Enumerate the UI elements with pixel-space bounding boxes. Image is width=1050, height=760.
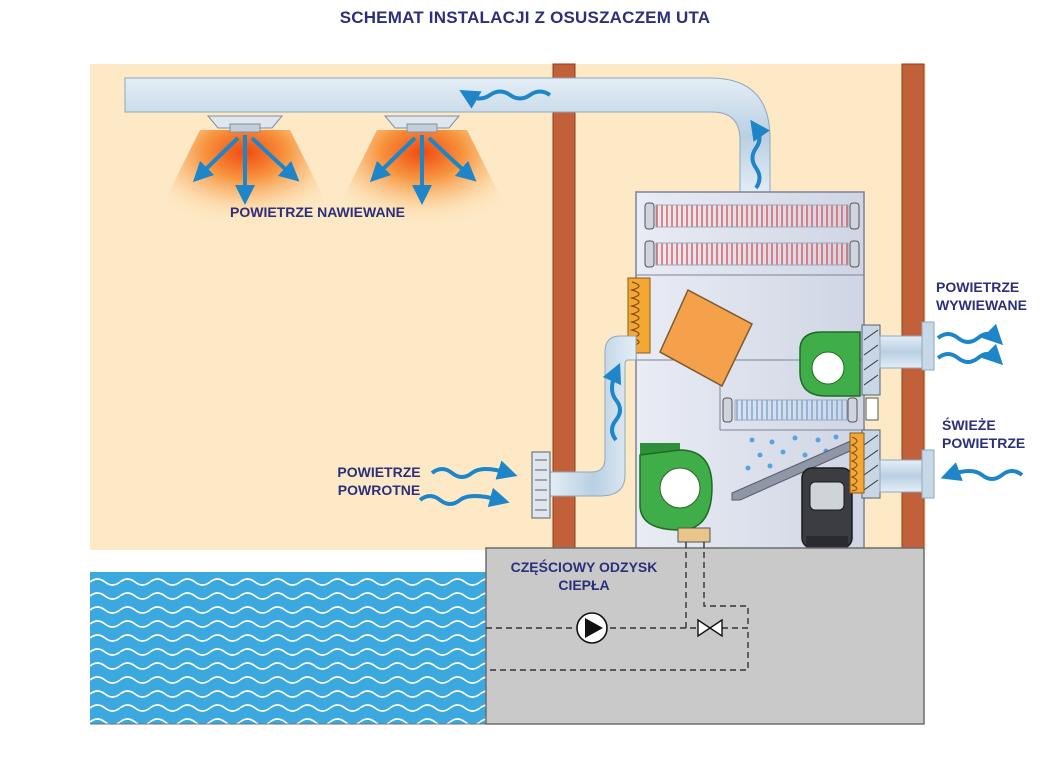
- ceiling-diffuser-icon: [337, 115, 507, 240]
- label-heat-recovery-line1: CZĘŚCIOWY ODZYSK: [510, 559, 658, 575]
- supply-duct: [124, 77, 771, 196]
- air-flow-arrow-icon: [602, 362, 622, 442]
- air-flow-arrow-icon: [418, 487, 510, 508]
- ceiling-diffuser-icon: [160, 115, 330, 240]
- label-exhaust-air-line2: WYWIEWANE: [936, 297, 1027, 313]
- heat-exchanger-icon: [659, 288, 753, 388]
- label-fresh-air-line1: ŚWIEŻE: [942, 417, 996, 433]
- filter-icon: [627, 277, 651, 354]
- pump-icon: [576, 612, 608, 644]
- compressor-icon: [801, 467, 853, 549]
- label-heat-recovery-line2: CIEPŁA: [558, 577, 610, 593]
- damper-icon: [861, 324, 881, 396]
- diagram-title: SCHEMAT INSTALACJI Z OSUSZACZEM UTA: [339, 8, 711, 27]
- label-supply-air: POWIETRZE NAWIEWANE: [230, 204, 405, 220]
- fan-icon: [799, 331, 861, 397]
- air-flow-arrow-icon: [750, 119, 770, 190]
- heating-coil-icon: [644, 202, 860, 268]
- valve-icon: [697, 618, 723, 638]
- drip-tray: [731, 435, 867, 501]
- fan-icon: [639, 443, 713, 531]
- air-flow-arrow-icon: [459, 89, 552, 109]
- fresh-air-duct-flange: [921, 449, 935, 499]
- label-exhaust-air-line1: POWIETRZE: [936, 279, 1020, 295]
- label-heat-recovery: CZĘŚCIOWY ODZYSK CIEPŁA: [500, 558, 668, 594]
- return-grille-icon: [531, 451, 551, 519]
- label-fresh-air-line2: POWIETRZE: [942, 435, 1026, 451]
- label-return-air: POWIETRZE POWROTNE: [334, 463, 424, 499]
- exhaust-duct-flange: [921, 321, 935, 371]
- label-return-air-line1: POWIETRZE: [337, 464, 421, 480]
- label-exhaust-air: POWIETRZE WYWIEWANE: [936, 278, 1027, 314]
- control-box: [677, 527, 711, 543]
- heat-recovery-piping: [486, 542, 749, 671]
- filter-icon: [849, 432, 865, 494]
- pool-water: [90, 572, 486, 724]
- air-handling-unit: [627, 191, 881, 551]
- air-flow-arrow-icon: [936, 343, 1004, 366]
- label-fresh-air: ŚWIEŻE POWIETRZE: [942, 416, 1025, 452]
- air-flow-arrow-icon: [430, 460, 518, 480]
- cooling-coil-icon: [722, 397, 879, 423]
- technical-room: [485, 547, 925, 725]
- air-flow-arrow-icon: [936, 323, 1004, 346]
- air-flow-arrow-icon: [940, 462, 1024, 481]
- label-return-air-line2: POWROTNE: [337, 482, 421, 498]
- damper-icon: [861, 429, 881, 499]
